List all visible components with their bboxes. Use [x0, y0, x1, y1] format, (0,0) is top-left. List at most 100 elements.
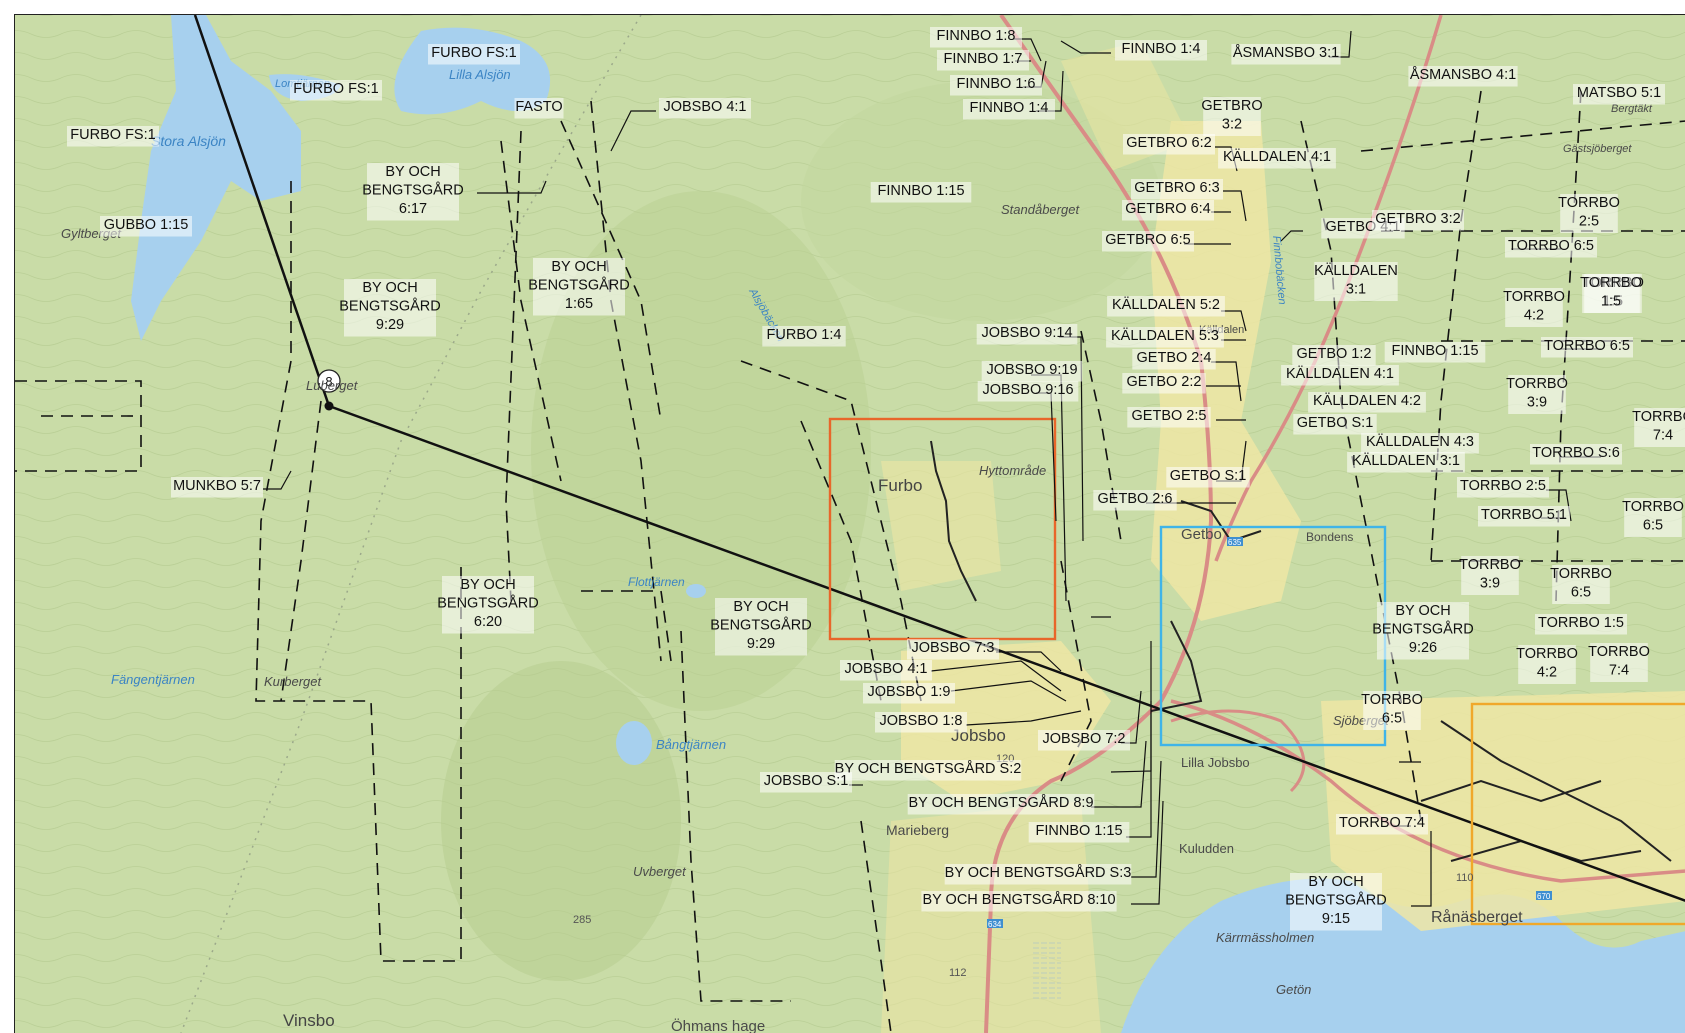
parcel-label[interactable]: GETBO 2:5	[1132, 408, 1207, 424]
parcel-label[interactable]: KÄLLDALEN 4:1	[1286, 365, 1394, 382]
map-frame[interactable]: 8	[14, 14, 1685, 1033]
parcel-label-line: TORRBO	[1550, 566, 1612, 582]
power-node[interactable]	[325, 402, 334, 411]
parcel-label[interactable]: KÄLLDALEN 4:2	[1313, 392, 1421, 409]
parcel-label-line: GETBO 2:6	[1098, 491, 1173, 507]
parcel-label[interactable]: FINNBO 1:8	[937, 28, 1016, 44]
parcel-label[interactable]: BY OCH BENGTSGÅRD S:2	[835, 760, 1022, 777]
parcel-label[interactable]: JOBSBO 9:19	[986, 362, 1077, 378]
parcel-label-line: BENGTSGÅRD	[1372, 621, 1474, 638]
parcel-label[interactable]: JOBSBO 1:8	[879, 713, 962, 729]
parcel-label-line: GETBRO 6:5	[1105, 232, 1190, 248]
parcel-label[interactable]: KÄLLDALEN 5:2	[1112, 296, 1220, 313]
parcel-label-line: BY OCH	[551, 259, 606, 275]
parcel-label-line: BY OCH	[385, 164, 440, 180]
parcel-label[interactable]: JOBSBO 9:16	[982, 382, 1073, 398]
parcel-label-line: KÄLLDALEN 5:3	[1111, 327, 1219, 344]
parcel-label[interactable]: ÅSMANSBO 3:1	[1233, 44, 1339, 61]
parcel-label[interactable]: JOBSBO 4:1	[844, 661, 927, 677]
parcel-label[interactable]: MATSBO 5:1	[1577, 85, 1661, 101]
parcel-label-line: KÄLLDALEN 4:1	[1223, 148, 1331, 165]
parcel-label[interactable]: TORRBO 6:5	[1544, 338, 1630, 354]
parcel-label[interactable]: TORRBO 5:1	[1481, 507, 1567, 523]
parcel-label[interactable]: FINNBO 1:4	[970, 100, 1049, 116]
parcel-label-line: 6:17	[399, 201, 427, 217]
parcel-label-line: TORRBO 6:5	[1544, 338, 1630, 354]
parcel-label[interactable]: FINNBO 1:15	[877, 183, 964, 199]
parcel-label-line: JOBSBO 9:19	[986, 362, 1077, 378]
parcel-label[interactable]: BY OCH BENGTSGÅRD 8:10	[922, 891, 1115, 908]
parcel-label[interactable]: JOBSBO 7:2	[1042, 731, 1125, 747]
parcel-label[interactable]: FURBO 1:4	[767, 327, 842, 343]
parcel-label-line: TORRBO	[1361, 692, 1423, 708]
parcel-label[interactable]: GETBO 2:2	[1127, 374, 1202, 390]
place-kurberget: Kurberget	[264, 674, 322, 689]
parcel-label[interactable]: GETBRO 6:3	[1134, 180, 1219, 196]
parcel-label[interactable]: GETBRO 3:2	[1375, 211, 1460, 227]
parcel-label[interactable]: FURBO FS:1	[70, 127, 155, 143]
parcel-label[interactable]: GETBRO 6:4	[1125, 201, 1210, 217]
parcel-label-line: GETBRO 6:4	[1125, 201, 1210, 217]
parcel-label[interactable]: JOBSBO S:1	[764, 773, 849, 789]
parcel-label[interactable]: GUBBO 1:15	[104, 217, 189, 233]
parcel-label[interactable]: GETBRO 6:5	[1105, 232, 1190, 248]
parcel-label[interactable]: FINNBO 1:6	[957, 76, 1036, 92]
parcel-label[interactable]: GETBO 2:6	[1098, 491, 1173, 507]
parcel-label[interactable]: TORRBO S:6	[1532, 445, 1620, 461]
parcel-label-line: KÄLLDALEN 4:1	[1286, 365, 1394, 382]
parcel-label-line: TORRBO	[1459, 557, 1521, 573]
place-lilla-jobsbo: Lilla Jobsbo	[1181, 755, 1250, 770]
parcel-label[interactable]: FURBO FS:1	[431, 45, 516, 61]
parcel-label[interactable]: GETBO 2:4	[1137, 350, 1212, 366]
parcel-label-line: BENGTSGÅRD	[339, 298, 441, 315]
parcel-label[interactable]: ÅSMANSBO 4:1	[1410, 66, 1516, 83]
parcel-label[interactable]: MUNKBO 5:7	[173, 478, 261, 494]
parcel-label[interactable]: TORRBO 6:5	[1508, 238, 1594, 254]
parcel-label-line: FINNBO 1:15	[877, 183, 964, 199]
parcel-label-line: 3:9	[1480, 576, 1500, 592]
parcel-label[interactable]: BY OCH BENGTSGÅRD 8:9	[908, 794, 1093, 811]
parcel-label-line: TORRBO	[1580, 275, 1642, 291]
parcel-label-line: GETBRO 6:2	[1126, 135, 1211, 151]
parcel-label[interactable]: GETBO 1:2	[1297, 346, 1372, 362]
parcel-label[interactable]: JOBSBO 9:14	[981, 325, 1072, 341]
parcel-label[interactable]: FASTO	[515, 99, 562, 115]
parcel-label[interactable]: FINNBO 1:7	[944, 51, 1023, 67]
parcel-label[interactable]: TORRBO 7:4	[1339, 815, 1425, 831]
parcel-label-line: 2:5	[1579, 214, 1599, 230]
parcel-label[interactable]: GETBO S:1	[1297, 415, 1374, 431]
parcel-label[interactable]: FINNBO 1:15	[1391, 343, 1478, 359]
parcel-label-line: MUNKBO 5:7	[173, 478, 261, 494]
parcel-label[interactable]: FURBO FS:1	[293, 81, 378, 97]
parcel-label[interactable]: BY OCH BENGTSGÅRD S:3	[945, 864, 1132, 881]
parcel-label-line: BY OCH BENGTSGÅRD 8:9	[908, 794, 1093, 811]
water-lilla-alsjon: Lilla Alsjön	[449, 67, 511, 82]
parcel-label-line: JOBSBO 9:14	[981, 325, 1072, 341]
parcel-label[interactable]: JOBSBO 1:9	[867, 684, 950, 700]
road-number-670: 670	[1537, 892, 1551, 901]
parcel-label-line: JOBSBO S:1	[764, 773, 849, 789]
parcel-label[interactable]: KÄLLDALEN 4:1	[1223, 148, 1331, 165]
parcel-label[interactable]: FINNBO 1:4	[1122, 41, 1201, 57]
parcel-label[interactable]: KÄLLDALEN 4:3	[1366, 433, 1474, 450]
place-furbo: Furbo	[878, 476, 922, 495]
parcel-label[interactable]: TORRBO 2:5	[1460, 478, 1546, 494]
parcel-label-line: GETBRO 3:2	[1375, 211, 1460, 227]
parcel-label-line: ÅSMANSBO 4:1	[1410, 66, 1516, 83]
parcel-label-line: BY OCH BENGTSGÅRD 8:10	[922, 891, 1115, 908]
parcel-label[interactable]: TORRBO 1:5	[1538, 615, 1624, 631]
parcel-label[interactable]: GETBO S:1	[1170, 468, 1247, 484]
map-canvas[interactable]: 8	[15, 15, 1685, 1033]
pond-flottjarnen	[686, 584, 706, 598]
parcel-label[interactable]: JOBSBO 4:1	[663, 99, 746, 115]
parcel-label-line: TORRBO	[1622, 499, 1684, 515]
parcel-label[interactable]: KÄLLDALEN 5:3	[1111, 327, 1219, 344]
elevation-285: 285	[573, 914, 591, 926]
parcel-label[interactable]: JOBSBO 7:3	[911, 640, 994, 656]
place-karrmassholmen: Kärrmässholmen	[1216, 930, 1314, 945]
elevation-112: 112	[949, 967, 967, 979]
parcel-label[interactable]: FINNBO 1:15	[1035, 823, 1122, 839]
parcel-label[interactable]: KÄLLDALEN 3:1	[1352, 452, 1460, 469]
parcel-label-line: 6:5	[1643, 518, 1663, 534]
parcel-label[interactable]: GETBRO 6:2	[1126, 135, 1211, 151]
